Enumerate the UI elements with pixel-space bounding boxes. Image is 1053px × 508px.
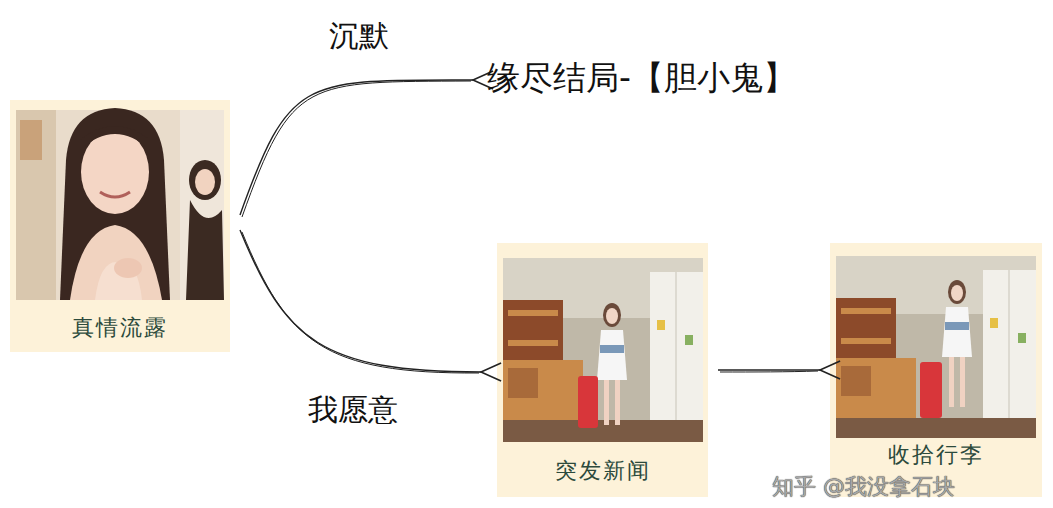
card-background [830, 243, 1042, 497]
card-caption: 真情流露 [72, 316, 168, 340]
story-card: 收拾行李 [830, 243, 1042, 497]
card-background [10, 100, 230, 352]
card-caption: 收拾行李 [888, 443, 984, 467]
ending-node: 缘尽结局-【胆小鬼】 [483, 58, 800, 102]
room-photo [836, 256, 1036, 438]
story-arrow [718, 361, 840, 379]
choice-label: 我愿意 [306, 392, 400, 428]
watermark: 知乎 @我没拿石块 [772, 474, 955, 500]
choice-label: 沉默 [327, 18, 391, 54]
portrait-photo [16, 108, 224, 300]
story-card: 真情流露 [10, 100, 230, 352]
ending-title: 缘尽结局-【胆小鬼】 [487, 58, 796, 98]
story-arrow [240, 230, 501, 381]
story-card: 突发新闻 [497, 243, 708, 497]
story-arrow [240, 71, 493, 217]
card-caption: 突发新闻 [555, 459, 651, 483]
room-photo [503, 258, 703, 442]
card-background [497, 243, 708, 497]
